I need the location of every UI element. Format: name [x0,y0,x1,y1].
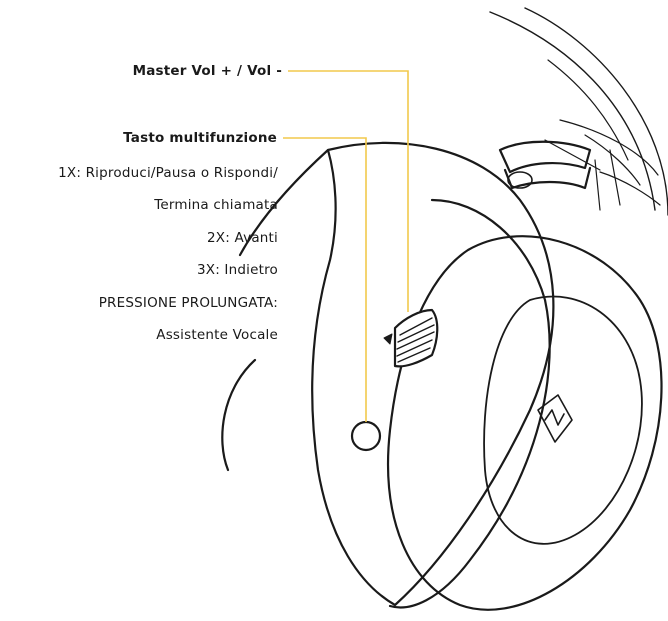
multifunction-button-icon [350,420,382,452]
cup-rim [388,198,551,609]
volume-wheel-icon [383,308,439,368]
headband [489,7,668,216]
yoke [498,140,592,190]
outer-cup-edge-lower [221,358,257,472]
multifunction-callout-title: Tasto multifunzione [123,130,277,146]
multifunction-line-6: Assistente Vocale [156,327,278,343]
multifunction-line-4: 3X: Indietro [196,262,278,278]
volume-leader-line [288,70,409,312]
leader-lines [283,70,409,422]
ear-cushion [386,235,663,611]
m-logo-icon [537,394,573,443]
inner-cushion [483,295,643,545]
multifunction-line-3: 2X: Avanti [207,230,278,246]
outer-cup-edge [238,148,330,257]
multifunction-line-1: 1X: Riproduci/Pausa o Rispondi/ [58,165,278,181]
volume-callout-title: Master Vol + / Vol - [132,63,282,79]
multifunction-line-2: Termina chiamata [154,197,278,213]
multifunction-leader-line [283,137,367,422]
multifunction-line-5: PRESSIONE PROLUNGATA: [98,295,278,311]
